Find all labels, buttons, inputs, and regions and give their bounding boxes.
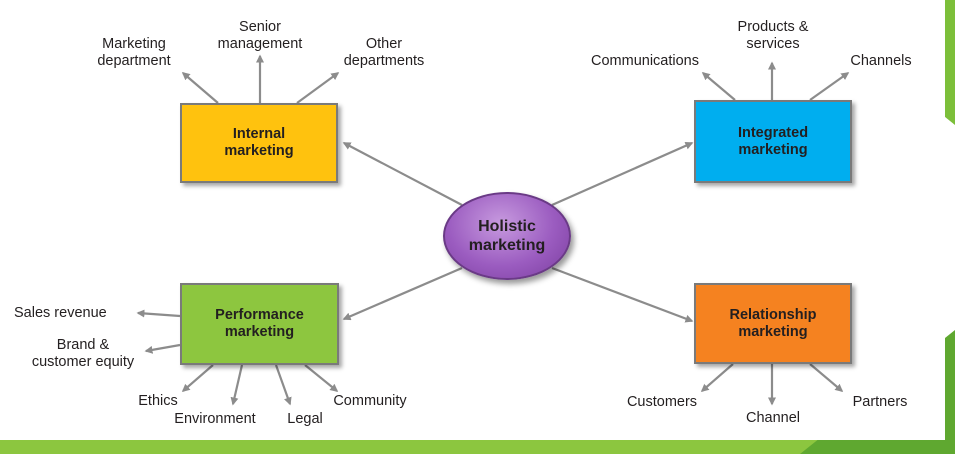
arrow-to-customers bbox=[700, 363, 734, 392]
arrow-to-legal bbox=[274, 364, 292, 406]
arrow-center-to-relationship bbox=[551, 266, 694, 323]
label-ethics: Ethics bbox=[138, 393, 178, 409]
arrow-center-to-performance bbox=[342, 266, 463, 321]
label-community: Community bbox=[333, 393, 407, 409]
label-other-departments: Other departments bbox=[343, 36, 425, 69]
label-communications: Communications bbox=[591, 53, 699, 69]
relationship-marketing-box: Relationship marketing bbox=[694, 283, 852, 364]
arrow-to-partners bbox=[809, 363, 844, 392]
label-products-services: Products & services bbox=[737, 19, 809, 52]
performance-marketing-box: Performance marketing bbox=[180, 283, 339, 365]
label-partners: Partners bbox=[852, 394, 908, 410]
arrow-to-channels bbox=[809, 72, 850, 101]
internal-marketing-box: Internal marketing bbox=[180, 103, 338, 183]
holistic-marketing-center: Holistic marketing bbox=[443, 192, 571, 280]
arrow-to-community bbox=[304, 364, 339, 392]
arrow-to-environment bbox=[230, 364, 244, 406]
arrow-to-sales-revenue bbox=[136, 309, 181, 318]
slide-bottom-band bbox=[0, 440, 955, 454]
label-brand-customer-equity: Brand & customer equity bbox=[31, 337, 135, 370]
label-channel: Channel bbox=[745, 410, 800, 426]
label-environment: Environment bbox=[174, 411, 256, 427]
arrow-center-to-internal bbox=[342, 142, 463, 206]
label-channels: Channels bbox=[850, 53, 912, 69]
arrow-to-marketing-department bbox=[181, 72, 219, 104]
label-customers: Customers bbox=[626, 394, 698, 410]
label-senior-management: Senior management bbox=[217, 19, 303, 52]
arrow-to-brand-equity bbox=[144, 343, 181, 354]
label-marketing-department: Marketing department bbox=[97, 36, 171, 69]
arrow-to-other-departments bbox=[296, 72, 340, 104]
integrated-marketing-box: Integrated marketing bbox=[694, 100, 852, 183]
arrow-to-ethics bbox=[181, 364, 214, 392]
arrow-to-communications bbox=[701, 72, 736, 101]
label-sales-revenue: Sales revenue bbox=[14, 305, 107, 321]
arrow-center-to-integrated bbox=[551, 141, 694, 207]
label-legal: Legal bbox=[287, 411, 323, 427]
